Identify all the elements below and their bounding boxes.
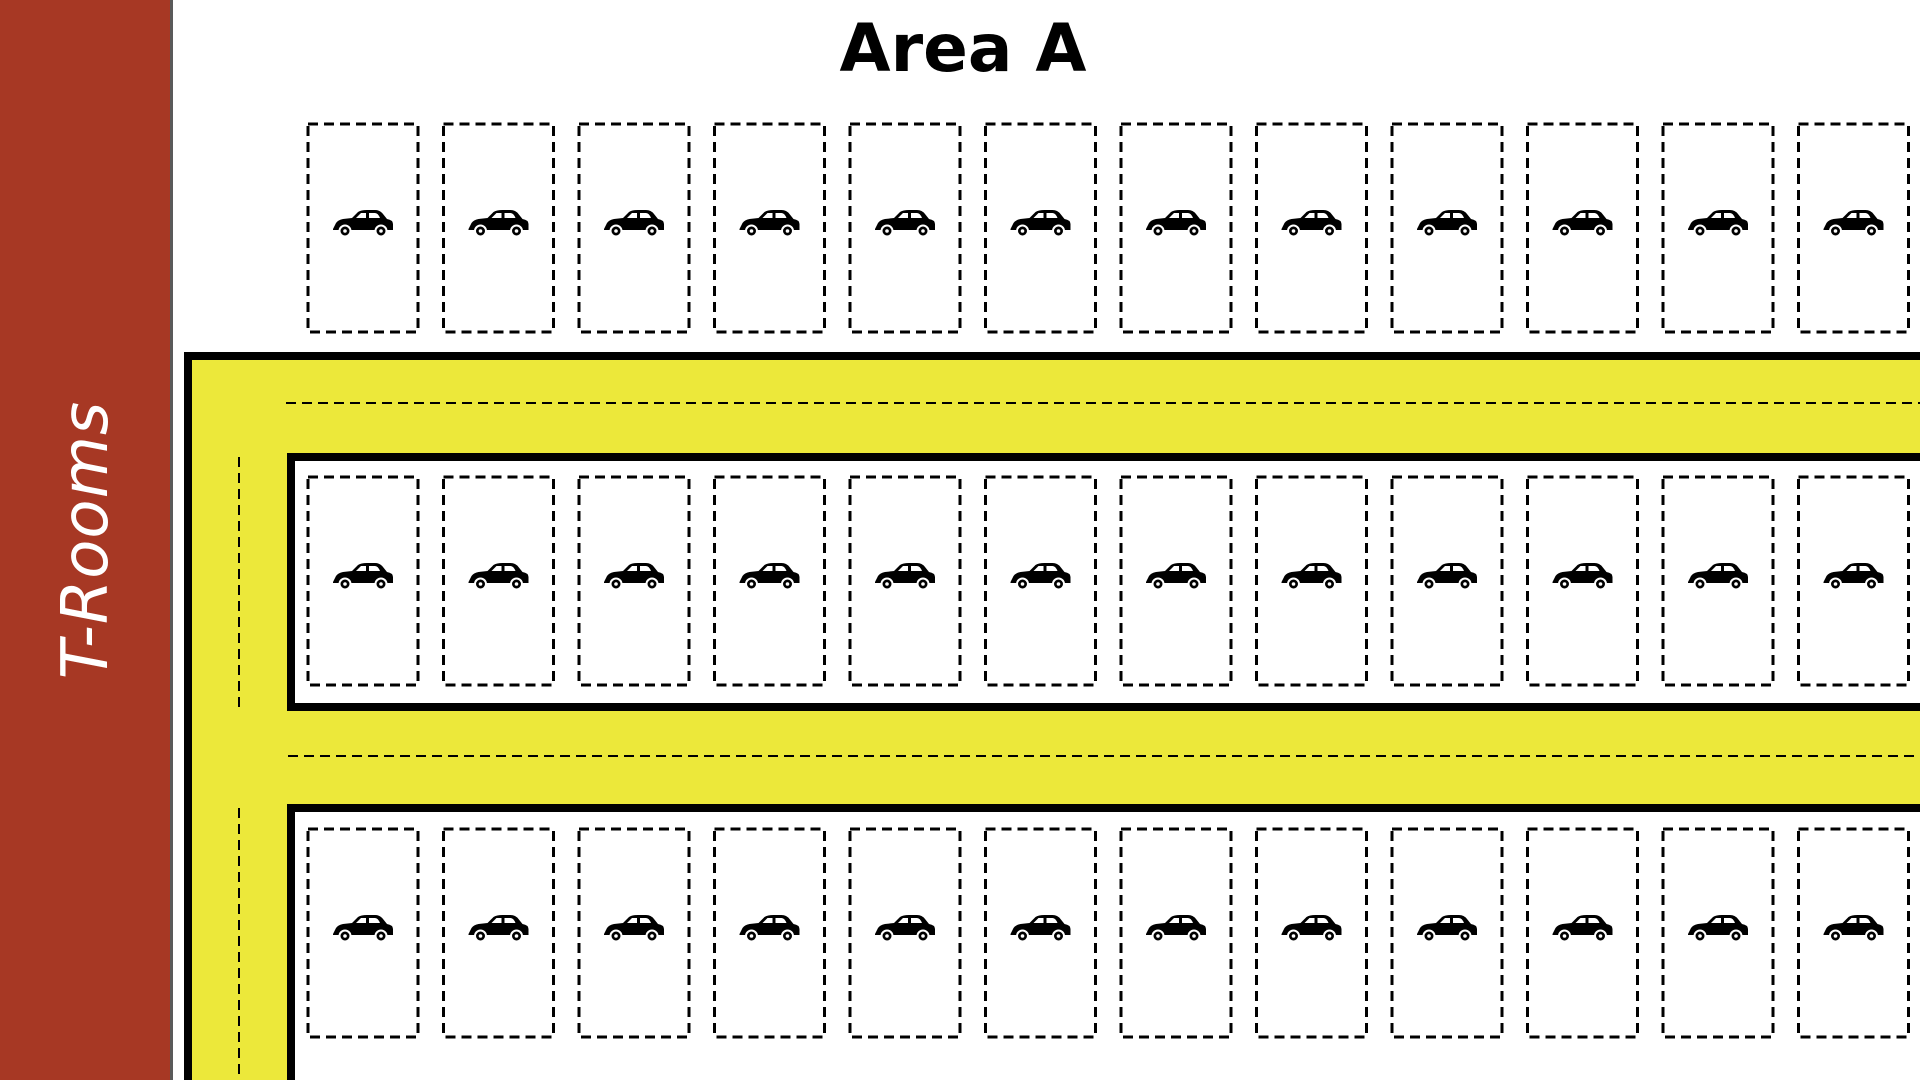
parking-space[interactable] (1390, 827, 1504, 1039)
car-icon (1552, 915, 1613, 943)
parking-space[interactable] (1390, 122, 1504, 334)
parking-space[interactable] (1661, 122, 1775, 334)
car-icon (604, 915, 664, 943)
car-icon (1688, 915, 1748, 943)
car-icon (739, 563, 800, 591)
car-icon (333, 915, 393, 943)
parking-space[interactable] (1526, 827, 1639, 1039)
row-top (306, 122, 1910, 334)
car-icon (1823, 563, 1884, 591)
car-icon (1823, 915, 1884, 943)
parking-space[interactable] (848, 475, 962, 687)
car-icon (1146, 210, 1206, 238)
car-icon (1823, 210, 1884, 238)
car-icon (1552, 563, 1613, 591)
parking-space[interactable] (984, 827, 1097, 1039)
car-icon (1281, 915, 1342, 943)
t-rooms-building: T-Rooms (0, 0, 173, 1080)
area-title: Area A (0, 10, 1920, 87)
car-icon (1417, 563, 1477, 591)
car-icon (1417, 210, 1477, 238)
car-icon (739, 915, 800, 943)
parking-space[interactable] (442, 475, 555, 687)
parking-space[interactable] (848, 122, 962, 334)
parking-space[interactable] (306, 827, 420, 1039)
car-icon (468, 915, 529, 943)
car-icon (604, 563, 664, 591)
parking-island-middle (287, 453, 1920, 711)
car-icon (1146, 915, 1206, 943)
parking-space[interactable] (713, 827, 826, 1039)
area-title-text: Area A (839, 10, 1087, 87)
car-icon (1281, 210, 1342, 238)
row-bottom (306, 827, 1910, 1039)
parking-space[interactable] (442, 122, 555, 334)
car-icon (739, 210, 800, 238)
parking-space[interactable] (1797, 122, 1910, 334)
car-icon (1010, 563, 1071, 591)
car-icon (875, 210, 935, 238)
car-icon (333, 563, 393, 591)
car-icon (1552, 210, 1613, 238)
parking-space[interactable] (1526, 122, 1639, 334)
car-icon (1281, 563, 1342, 591)
car-icon (1688, 210, 1748, 238)
parking-space[interactable] (1390, 475, 1504, 687)
parking-space[interactable] (1119, 475, 1233, 687)
parking-spaces (306, 122, 1910, 1039)
parking-space[interactable] (1255, 475, 1368, 687)
car-icon (1010, 210, 1071, 238)
parking-space[interactable] (1255, 827, 1368, 1039)
parking-island-bottom (287, 804, 1920, 1080)
car-icon (1417, 915, 1477, 943)
parking-space[interactable] (713, 122, 826, 334)
road-outer-edge (184, 352, 1920, 1080)
parking-space[interactable] (1526, 475, 1639, 687)
car-icon (468, 210, 529, 238)
car-icon (875, 915, 935, 943)
parking-space[interactable] (577, 475, 691, 687)
parking-space[interactable] (306, 475, 420, 687)
row-middle (306, 475, 1910, 687)
car-icon (1146, 563, 1206, 591)
parking-space[interactable] (1797, 475, 1910, 687)
parking-space[interactable] (1119, 827, 1233, 1039)
car-icon (1010, 915, 1071, 943)
parking-space[interactable] (1119, 122, 1233, 334)
parking-space[interactable] (442, 827, 555, 1039)
parking-space[interactable] (1255, 122, 1368, 334)
parking-space[interactable] (306, 122, 420, 334)
car-icon (1688, 563, 1748, 591)
parking-space[interactable] (577, 122, 691, 334)
parking-space[interactable] (577, 827, 691, 1039)
car-icon (604, 210, 664, 238)
parking-space[interactable] (1661, 475, 1775, 687)
car-icon (875, 563, 935, 591)
car-icon (468, 563, 529, 591)
car-icon (333, 210, 393, 238)
parking-space[interactable] (984, 475, 1097, 687)
parking-space[interactable] (984, 122, 1097, 334)
parking-space[interactable] (713, 475, 826, 687)
parking-space[interactable] (848, 827, 962, 1039)
parking-space[interactable] (1797, 827, 1910, 1039)
parking-space[interactable] (1661, 827, 1775, 1039)
